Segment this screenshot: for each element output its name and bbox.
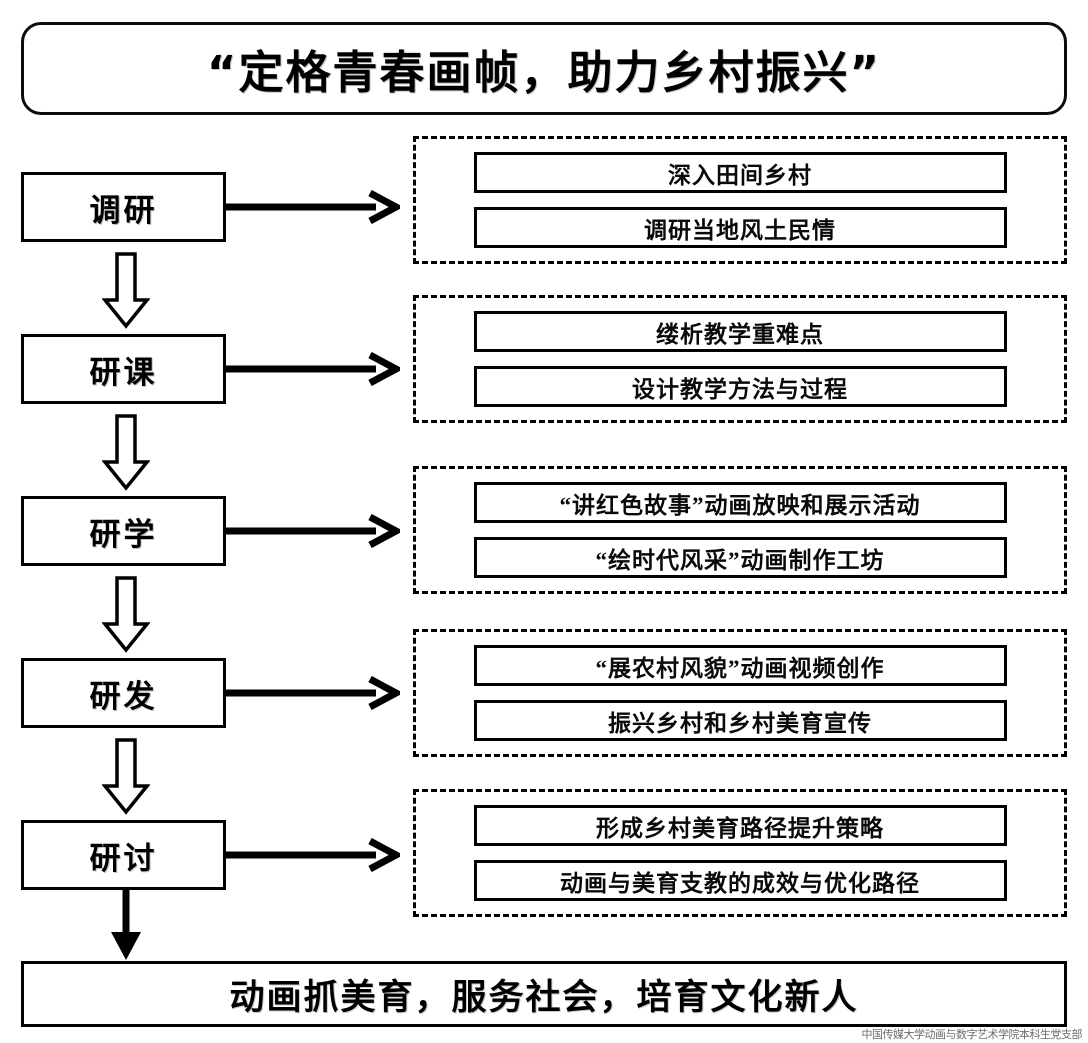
stage-item-text: 缕析教学重难点 xyxy=(656,321,824,347)
stage-group-1: 深入田间乡村 调研当地风土民情 xyxy=(413,136,1067,264)
stage-item-1-1[interactable]: 深入田间乡村 xyxy=(473,152,1007,193)
stage-item-text: “讲红色故事”动画放映和展示活动 xyxy=(559,492,921,518)
stage-label-1: 调研 xyxy=(89,192,158,229)
conclusion-banner: 动画抓美育，服务社会，培育文化新人 xyxy=(21,961,1067,1027)
stage-item-text: 设计教学方法与过程 xyxy=(632,376,848,402)
conclusion-text: 动画抓美育，服务社会，培育文化新人 xyxy=(229,977,859,1018)
stage-box-4[interactable]: 研发 xyxy=(21,658,226,728)
title-banner: “定格青春画帧，助力乡村振兴” xyxy=(21,22,1067,115)
stage-item-text: “展农村风貌”动画视频创作 xyxy=(595,655,885,681)
stage-label-2: 研课 xyxy=(89,354,158,391)
hollow-down-arrow-icon-3 xyxy=(102,576,150,654)
stage-item-4-1[interactable]: “展农村风貌”动画视频创作 xyxy=(473,645,1007,686)
right-arrow-icon-4 xyxy=(226,676,400,710)
stage-group-5: 形成乡村美育路径提升策略 动画与美育支教的成效与优化路径 xyxy=(413,789,1067,917)
stage-box-3[interactable]: 研学 xyxy=(21,496,226,566)
stage-label-3: 研学 xyxy=(89,516,158,553)
hollow-down-arrow-icon-2 xyxy=(102,414,150,492)
stage-item-5-1[interactable]: 形成乡村美育路径提升策略 xyxy=(473,805,1007,846)
stage-item-text: “绘时代风采”动画制作工坊 xyxy=(595,547,885,573)
right-arrow-icon-1 xyxy=(226,190,400,224)
stage-label-5: 研讨 xyxy=(89,840,158,877)
watermark: 中国传媒大学动画与数字艺术学院本科生党支部 xyxy=(861,1028,1083,1041)
solid-down-arrow-icon xyxy=(100,888,152,966)
stage-box-2[interactable]: 研课 xyxy=(21,334,226,404)
stage-item-3-1[interactable]: “讲红色故事”动画放映和展示活动 xyxy=(473,482,1007,523)
stage-group-3: “讲红色故事”动画放映和展示活动 “绘时代风采”动画制作工坊 xyxy=(413,466,1067,594)
right-arrow-icon-2 xyxy=(226,352,400,386)
right-arrow-icon-3 xyxy=(226,514,400,548)
stage-item-2-2[interactable]: 设计教学方法与过程 xyxy=(473,366,1007,407)
stage-group-4: “展农村风貌”动画视频创作 振兴乡村和乡村美育宣传 xyxy=(413,629,1067,757)
stage-item-text: 深入田间乡村 xyxy=(668,162,812,188)
stage-item-2-1[interactable]: 缕析教学重难点 xyxy=(473,311,1007,352)
stage-box-1[interactable]: 调研 xyxy=(21,172,226,242)
hollow-down-arrow-icon-1 xyxy=(102,252,150,330)
stage-group-2: 缕析教学重难点 设计教学方法与过程 xyxy=(413,295,1067,423)
stage-item-text: 调研当地风土民情 xyxy=(644,217,836,243)
right-arrow-icon-5 xyxy=(226,838,400,872)
stage-item-text: 形成乡村美育路径提升策略 xyxy=(596,815,884,841)
page-title: “定格青春画帧，助力乡村振兴” xyxy=(206,46,882,99)
stage-item-text: 振兴乡村和乡村美育宣传 xyxy=(608,710,872,736)
stage-item-text: 动画与美育支教的成效与优化路径 xyxy=(560,870,920,896)
hollow-down-arrow-icon-4 xyxy=(102,738,150,816)
stage-item-4-2[interactable]: 振兴乡村和乡村美育宣传 xyxy=(473,700,1007,741)
stage-item-1-2[interactable]: 调研当地风土民情 xyxy=(473,207,1007,248)
stage-item-3-2[interactable]: “绘时代风采”动画制作工坊 xyxy=(473,537,1007,578)
stage-label-4: 研发 xyxy=(89,678,158,715)
stage-box-5[interactable]: 研讨 xyxy=(21,820,226,890)
stage-item-5-2[interactable]: 动画与美育支教的成效与优化路径 xyxy=(473,860,1007,901)
